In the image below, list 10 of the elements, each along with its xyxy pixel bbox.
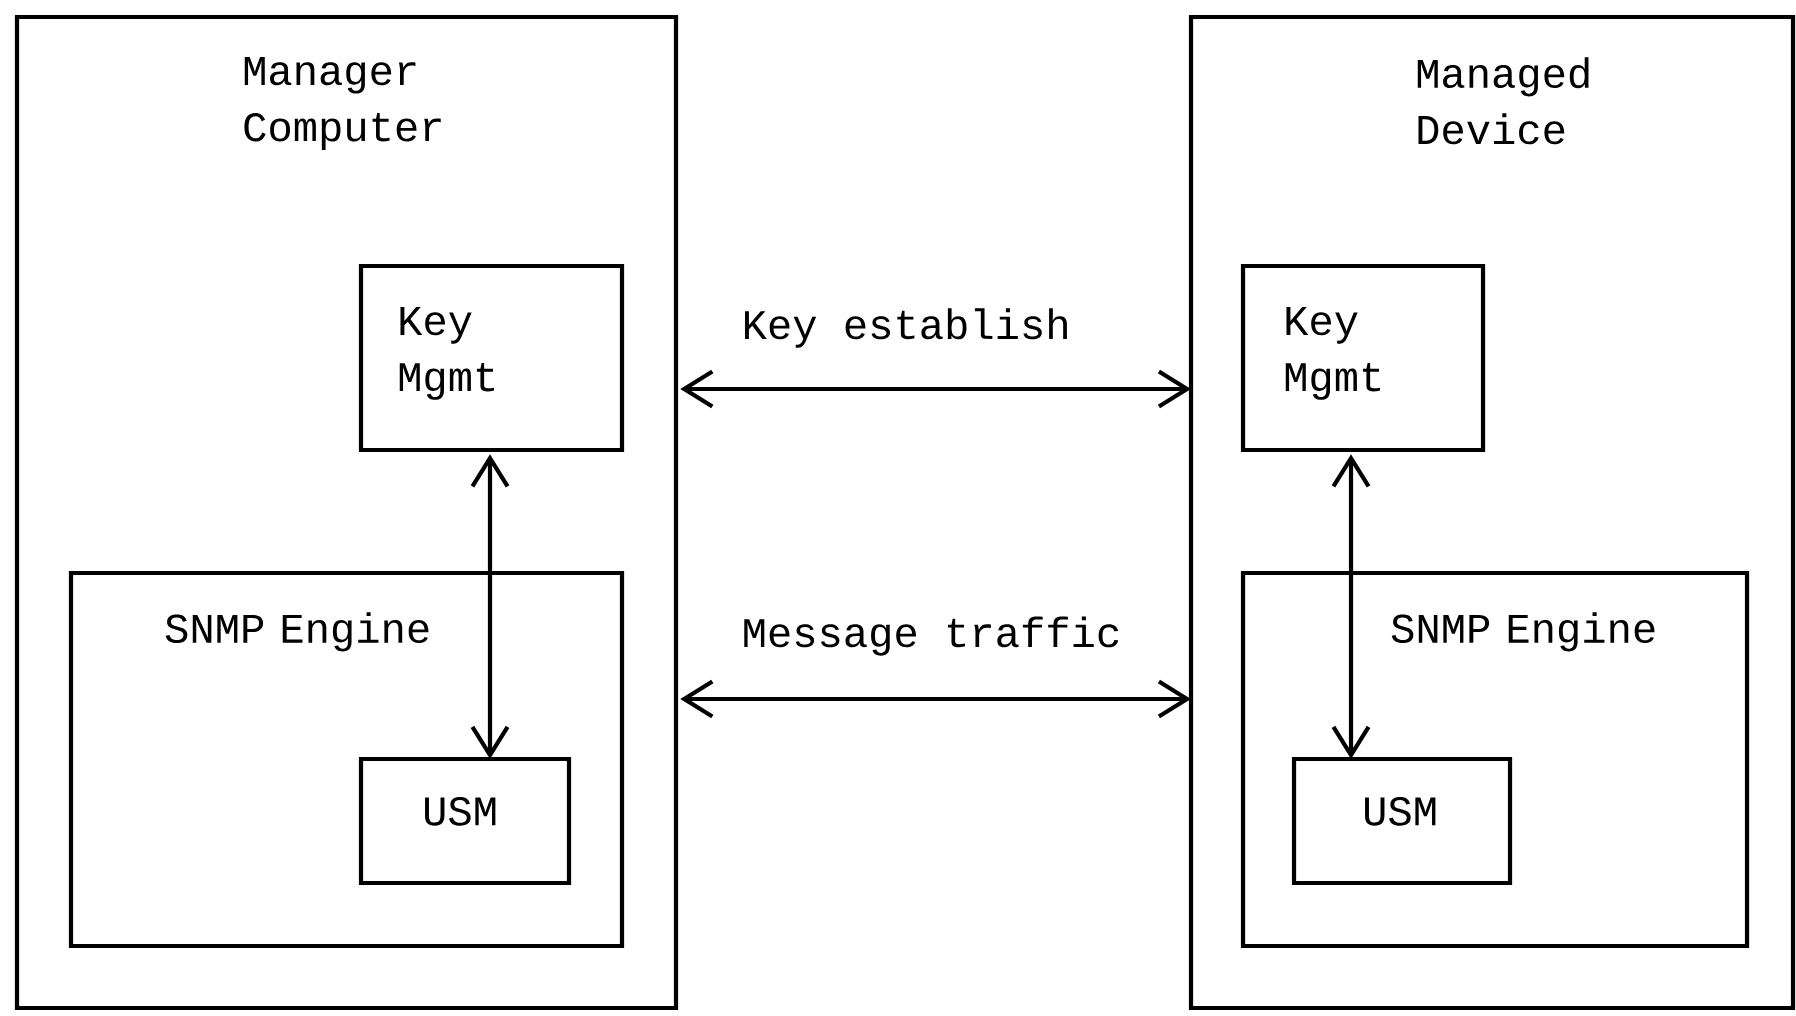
module-box: USM	[1291, 756, 1513, 886]
edge-label: Message traffic	[744, 616, 1119, 656]
module-box: Key Mgmt	[358, 263, 625, 453]
double-arrow	[680, 679, 1192, 719]
double-arrow	[680, 369, 1192, 409]
edge-label: Key establish	[745, 308, 1067, 348]
double-arrow	[1331, 454, 1371, 759]
module-box: USM	[358, 756, 572, 886]
module-box: Key Mgmt	[1240, 263, 1486, 453]
double-arrow	[470, 454, 510, 759]
